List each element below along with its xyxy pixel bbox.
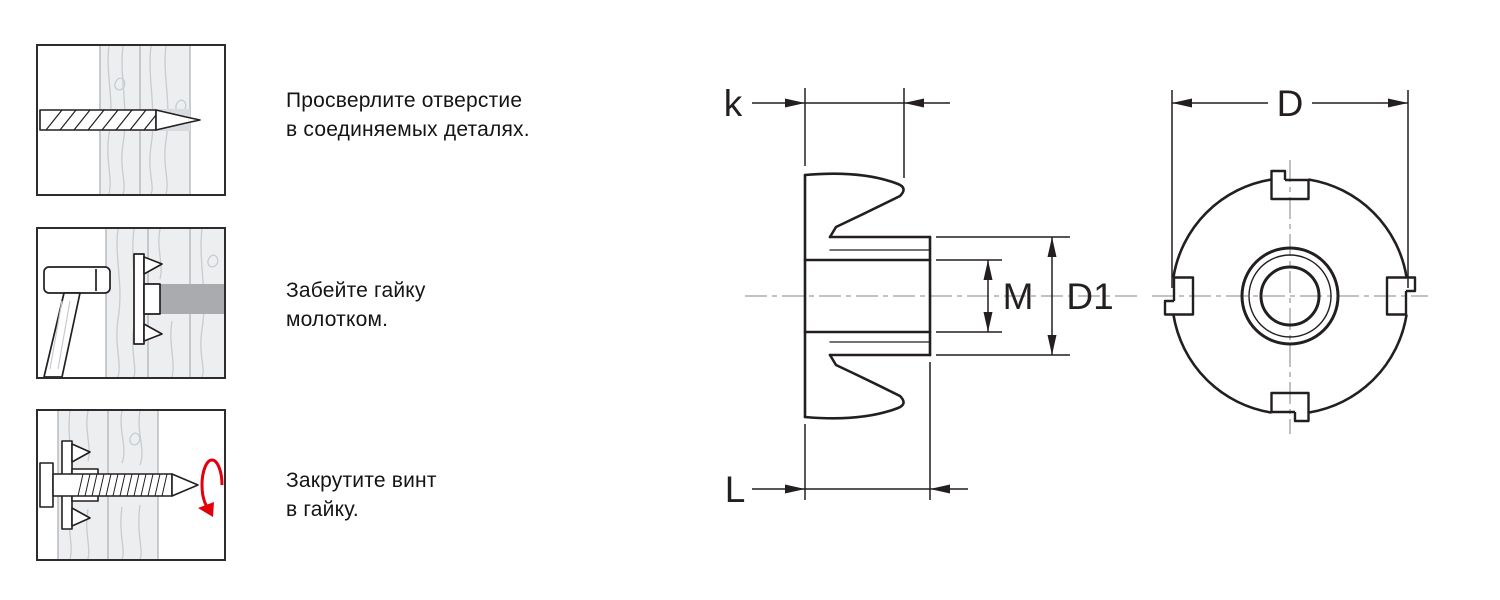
dim-label-M: M [1003, 276, 1034, 317]
step1-caption: Просверлите отверстие в соединяемых дета… [286, 86, 530, 144]
step3-illustration-box [36, 409, 226, 561]
claw-notch [1270, 169, 1310, 201]
hammer-icon [43, 266, 111, 377]
drill-through-boards-icon [39, 46, 201, 194]
caption-line: Закрутите винт [286, 469, 437, 492]
step3-caption: Закрутите винт в гайку. [286, 466, 437, 524]
rotation-arrow-icon [198, 458, 224, 517]
caption-line: Просверлите отверстие [286, 89, 523, 112]
tee-nut-dimension-drawing: k L M D1 D [724, 83, 1428, 510]
centerlines [745, 160, 1428, 434]
dim-label-D1: D1 [1066, 276, 1113, 317]
dimension-arrowheads [785, 98, 1408, 494]
dim-label-L: L [725, 469, 746, 510]
caption-line: в гайку. [286, 498, 359, 521]
screw-into-nut-icon [39, 411, 224, 559]
caption-line: Забейте гайку [286, 279, 426, 302]
drill-bit-icon [39, 109, 201, 131]
screw-icon [39, 462, 199, 508]
front-view-tee-nut [1163, 169, 1417, 423]
side-view-tee-nut [803, 172, 932, 420]
step2-illustration-box [36, 227, 226, 379]
caption-line: в соединяемых деталях. [286, 118, 530, 141]
dim-label-D: D [1277, 83, 1304, 124]
caption-line: молотком. [286, 308, 389, 331]
tee-nut-icon [133, 253, 163, 345]
step2-caption: Забейте гайку молотком. [286, 276, 426, 334]
step1-illustration-box [36, 44, 226, 196]
hammer-tee-nut-icon [43, 229, 224, 377]
wood-boards [105, 229, 224, 377]
drilled-hole [158, 284, 224, 314]
dim-label-k: k [724, 83, 743, 124]
